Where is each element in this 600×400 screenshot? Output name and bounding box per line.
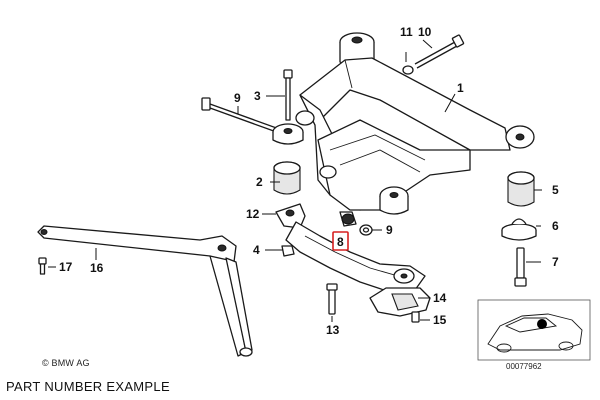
callout-15: 15 <box>433 313 447 327</box>
callout-16: 16 <box>90 261 104 275</box>
callout-2: 2 <box>256 175 263 189</box>
bracket-12 <box>275 203 426 293</box>
bolt-7 <box>514 247 527 287</box>
rubber-mount-8 <box>339 211 357 227</box>
copyright-notice: © BMW AG <box>42 358 90 368</box>
rubber-mount-2 <box>273 161 301 195</box>
callout-1: 1 <box>457 81 464 95</box>
bolt-13 <box>326 283 338 315</box>
callout-9-bolt: 9 <box>234 91 241 105</box>
callout-3: 3 <box>254 89 261 103</box>
rubber-mount-5 <box>507 171 535 207</box>
callout-17: 17 <box>59 260 73 274</box>
callout-6: 6 <box>552 219 559 233</box>
callout-10: 10 <box>418 25 432 39</box>
strut-16 <box>37 225 253 357</box>
bracket-14 <box>369 287 431 317</box>
callout-9-washer: 9 <box>386 223 393 237</box>
callout-5: 5 <box>552 183 559 197</box>
bolt-15 <box>411 311 420 323</box>
highlight-box <box>332 231 349 251</box>
callout-14: 14 <box>433 291 447 305</box>
caption: PART NUMBER EXAMPLE <box>6 379 170 394</box>
rubber-mount-upper <box>272 123 304 145</box>
washer-9 <box>359 224 373 236</box>
callouts: 1 2 3 4 5 6 7 8 9 9 10 11 12 13 14 15 16… <box>59 25 559 337</box>
callout-11: 11 <box>400 25 413 39</box>
diagram-id: 00077962 <box>506 362 542 371</box>
nut-4 <box>281 245 295 257</box>
support-disc-6 <box>501 218 537 241</box>
bolt-10 <box>402 34 465 75</box>
callout-4: 4 <box>253 243 260 257</box>
location-marker-icon <box>537 319 547 329</box>
stud-3 <box>283 69 293 121</box>
rear-axle-carrier <box>295 32 535 215</box>
callout-12: 12 <box>246 207 260 221</box>
bolt-17 <box>38 257 47 275</box>
bolt-9-left <box>201 97 283 135</box>
leader-lines <box>48 39 542 322</box>
callout-7: 7 <box>552 255 559 269</box>
car-location-thumbnail <box>477 299 591 361</box>
callout-13: 13 <box>326 323 340 337</box>
callout-8: 8 <box>337 235 344 249</box>
